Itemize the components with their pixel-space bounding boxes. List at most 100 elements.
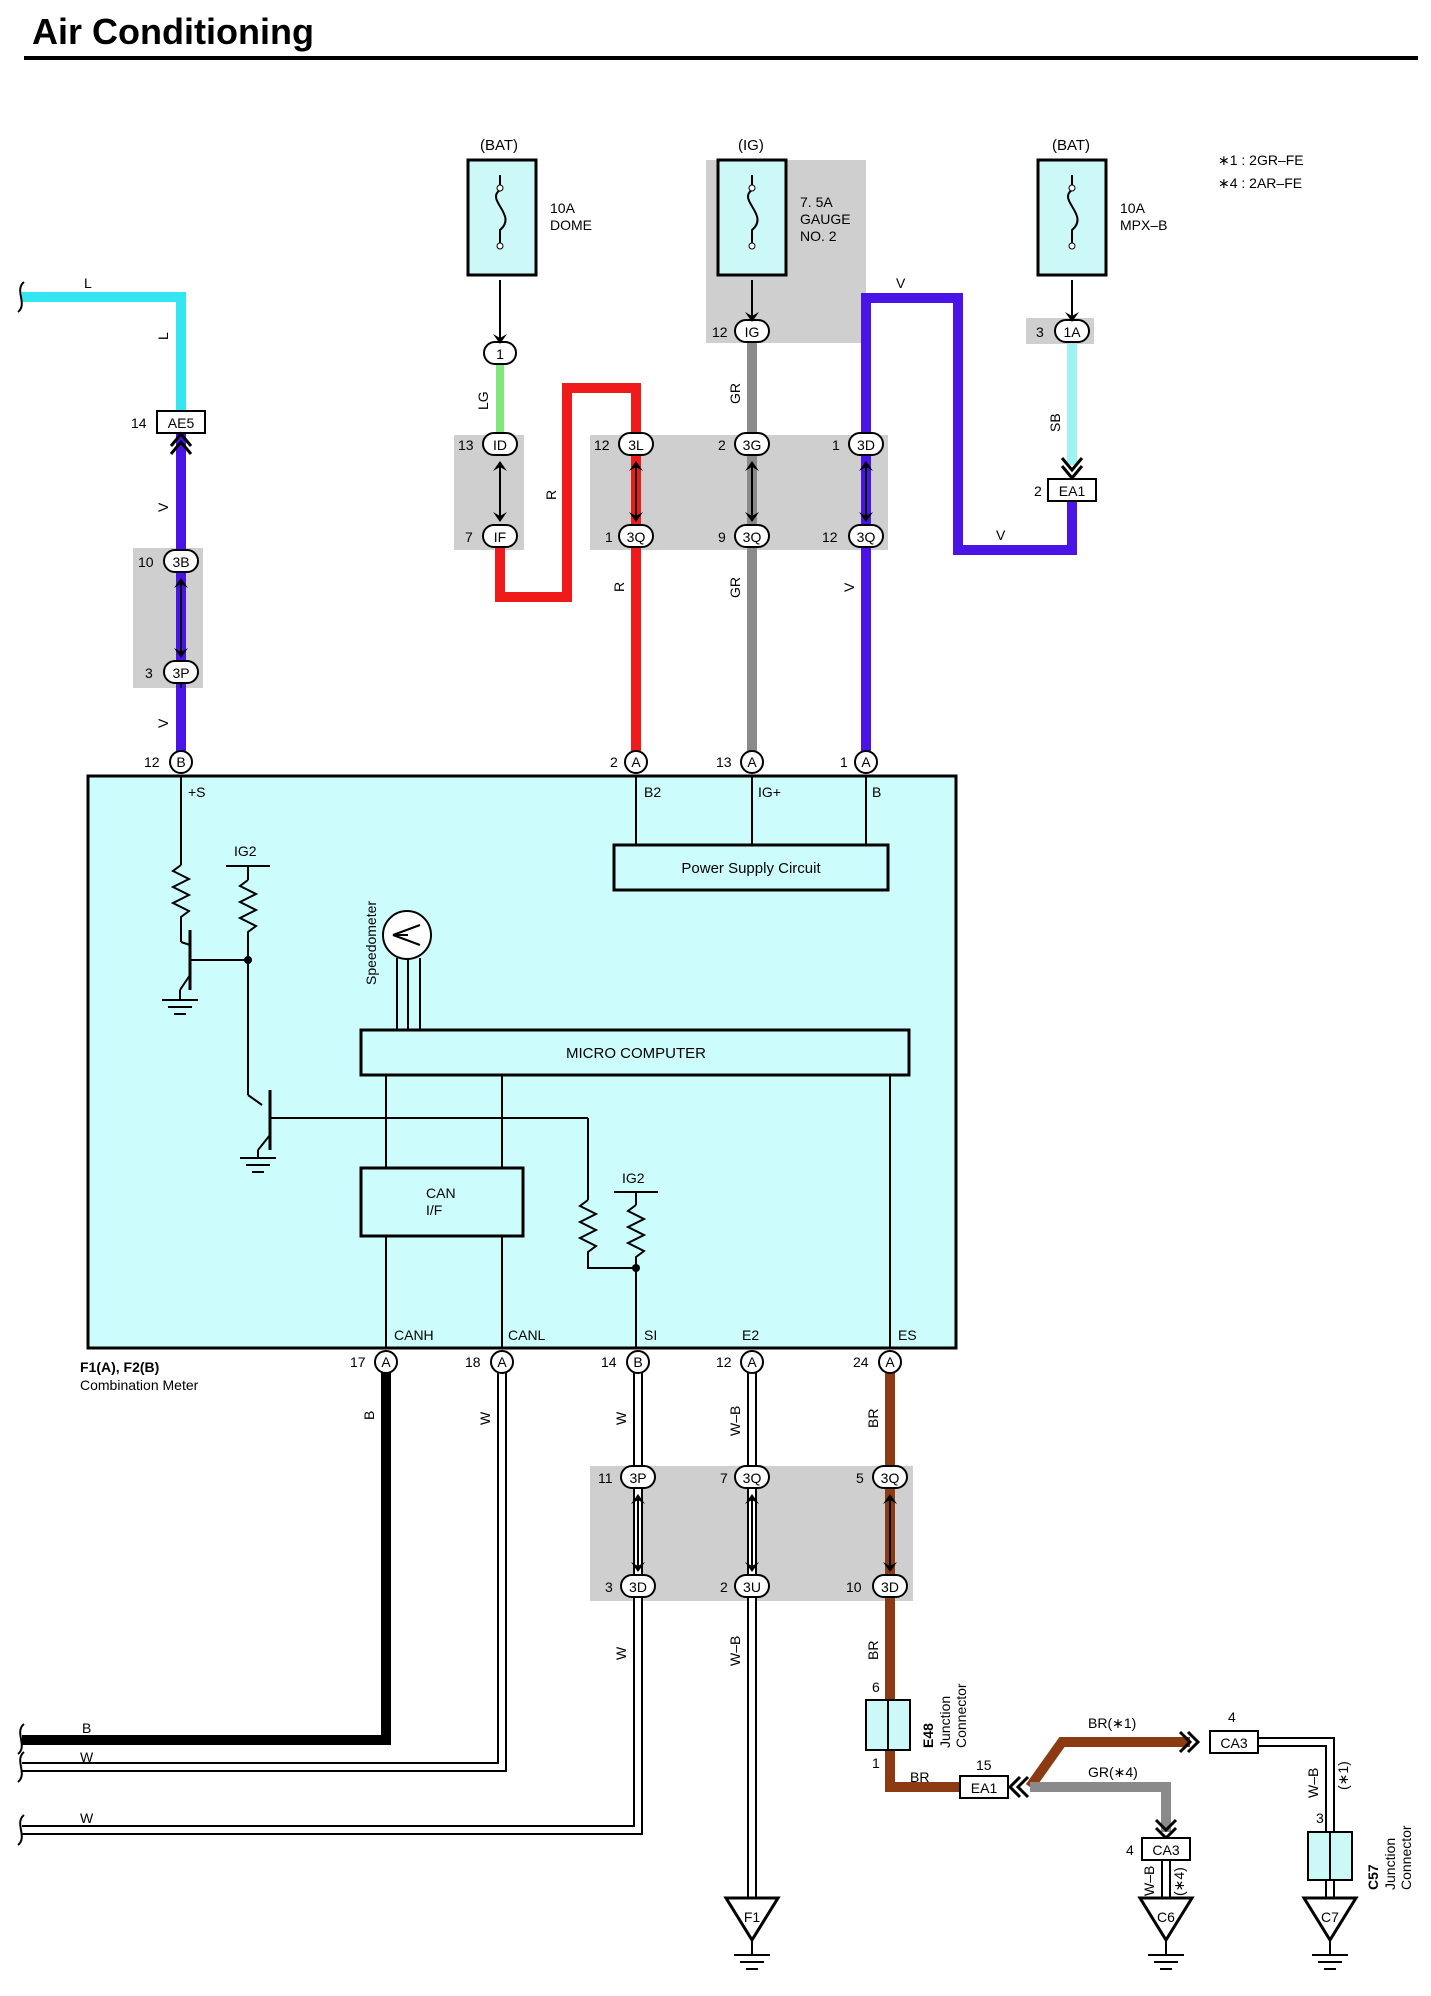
svg-text:EA1: EA1: [1059, 483, 1086, 499]
svg-text:11: 11: [598, 1470, 613, 1486]
svg-text:Junction: Junction: [1382, 1838, 1398, 1890]
svg-text:W–B: W–B: [1141, 1866, 1157, 1896]
svg-text:14: 14: [131, 415, 147, 431]
svg-text:3: 3: [145, 665, 153, 681]
svg-text:3: 3: [1036, 324, 1044, 340]
svg-text:GR(∗4): GR(∗4): [1088, 1764, 1138, 1780]
grounds: F1 C6 C7: [723, 1896, 1359, 1970]
svg-text:3L: 3L: [628, 437, 644, 453]
svg-text:4: 4: [1126, 1842, 1134, 1858]
svg-text:3P: 3P: [629, 1470, 646, 1486]
svg-text:3: 3: [605, 1579, 613, 1595]
meter-bottom-pins: A 17 A 18 B 14 A 12 A 24: [350, 1350, 902, 1374]
svg-text:14: 14: [601, 1354, 617, 1370]
svg-text:3G: 3G: [743, 437, 762, 453]
svg-text:12: 12: [144, 754, 160, 770]
svg-text:12: 12: [822, 529, 838, 545]
svg-text:IG2: IG2: [234, 843, 257, 859]
svg-text:+S: +S: [188, 784, 206, 800]
svg-text:12: 12: [716, 1354, 732, 1370]
svg-text:2: 2: [718, 437, 726, 453]
svg-text:10A: 10A: [550, 200, 576, 216]
svg-text:NO. 2: NO. 2: [800, 228, 837, 244]
svg-text:CA3: CA3: [1220, 1735, 1247, 1751]
svg-text:C6: C6: [1157, 1909, 1175, 1925]
svg-text:4: 4: [1228, 1709, 1236, 1725]
svg-text:BR: BR: [865, 1409, 881, 1428]
svg-text:Junction: Junction: [937, 1696, 953, 1748]
svg-text:13: 13: [458, 437, 474, 453]
svg-text:B: B: [633, 1354, 642, 1370]
svg-text:SB: SB: [1047, 413, 1063, 432]
page-title: Air Conditioning: [32, 11, 314, 52]
svg-text:ID: ID: [493, 437, 507, 453]
svg-text:IG2: IG2: [622, 1170, 645, 1186]
svg-text:3P: 3P: [172, 665, 189, 681]
svg-text:A: A: [381, 1354, 391, 1370]
svg-text:3B: 3B: [172, 554, 189, 570]
svg-text:B2: B2: [644, 784, 661, 800]
connectors: 1 IG 12 1A 3 EA1 2 AE5 14 3B 10 3P 3 ID: [131, 312, 1097, 774]
svg-text:1: 1: [872, 1755, 880, 1771]
fuse-gauge: (IG) 7. 5A GAUGE NO. 2: [716, 137, 851, 277]
svg-text:ES: ES: [898, 1327, 917, 1343]
svg-text:5: 5: [856, 1470, 864, 1486]
fuse-dome: (BAT) 10A DOME: [466, 137, 592, 277]
svg-text:Speedometer: Speedometer: [363, 901, 379, 985]
svg-text:B: B: [361, 1411, 377, 1420]
svg-text:3: 3: [1316, 1810, 1324, 1826]
svg-text:3Q: 3Q: [743, 1470, 762, 1486]
svg-text:A: A: [631, 754, 641, 770]
svg-text:W–B: W–B: [727, 1406, 743, 1436]
note-star4: ∗4 : 2AR–FE: [1218, 175, 1302, 191]
svg-text:3Q: 3Q: [627, 529, 646, 545]
svg-text:10: 10: [846, 1579, 862, 1595]
svg-text:(BAT): (BAT): [480, 137, 518, 154]
meter-desc: Combination Meter: [80, 1377, 199, 1393]
svg-text:17: 17: [350, 1354, 366, 1370]
svg-text:W: W: [477, 1411, 493, 1425]
svg-text:3D: 3D: [857, 437, 875, 453]
svg-text:(BAT): (BAT): [1052, 137, 1090, 154]
svg-text:SI: SI: [644, 1327, 657, 1343]
svg-text:EA1: EA1: [971, 1780, 998, 1796]
svg-text:10A: 10A: [1120, 200, 1146, 216]
svg-text:1: 1: [832, 437, 840, 453]
svg-text:CAN: CAN: [426, 1185, 456, 1201]
svg-text:7: 7: [465, 529, 473, 545]
lower-connectors: 3P 11 3D 3 3Q 7 3U 2 3Q 5 3D 10 6 1 E48 …: [598, 1465, 1414, 1890]
svg-text:B: B: [176, 754, 185, 770]
svg-text:V: V: [896, 275, 906, 291]
svg-text:L: L: [155, 332, 171, 340]
svg-text:10: 10: [138, 554, 154, 570]
svg-text:A: A: [747, 1354, 757, 1370]
svg-text:GAUGE: GAUGE: [800, 211, 851, 227]
svg-text:B: B: [872, 784, 881, 800]
svg-text:W: W: [613, 1646, 629, 1660]
svg-text:V: V: [996, 527, 1006, 543]
svg-text:A: A: [885, 1354, 895, 1370]
svg-text:W: W: [613, 1411, 629, 1425]
svg-text:2: 2: [610, 754, 618, 770]
svg-text:(∗4): (∗4): [1171, 1867, 1187, 1896]
svg-text:A: A: [861, 754, 871, 770]
svg-text:C57: C57: [1365, 1864, 1381, 1890]
svg-text:3D: 3D: [881, 1579, 899, 1595]
svg-text:6: 6: [872, 1679, 880, 1695]
svg-text:7. 5A: 7. 5A: [800, 194, 833, 210]
wire-labels: L L V V LG R R GR GR V V V SB B W W W W–…: [80, 275, 1351, 1896]
svg-text:W–B: W–B: [1305, 1768, 1321, 1798]
combination-meter: +S B2 IG+ B Power Supply Circuit IG2: [86, 774, 958, 1350]
svg-text:W: W: [80, 1749, 94, 1765]
svg-text:(∗1): (∗1): [1335, 1761, 1351, 1790]
svg-text:IF: IF: [494, 529, 506, 545]
svg-text:V: V: [155, 718, 171, 728]
svg-text:W: W: [80, 1810, 94, 1826]
svg-text:A: A: [497, 1354, 507, 1370]
svg-text:3Q: 3Q: [881, 1470, 900, 1486]
svg-text:IG: IG: [745, 324, 760, 340]
svg-text:LG: LG: [475, 391, 491, 410]
svg-text:(IG): (IG): [738, 137, 764, 154]
svg-text:18: 18: [465, 1354, 481, 1370]
svg-text:B: B: [82, 1720, 91, 1736]
